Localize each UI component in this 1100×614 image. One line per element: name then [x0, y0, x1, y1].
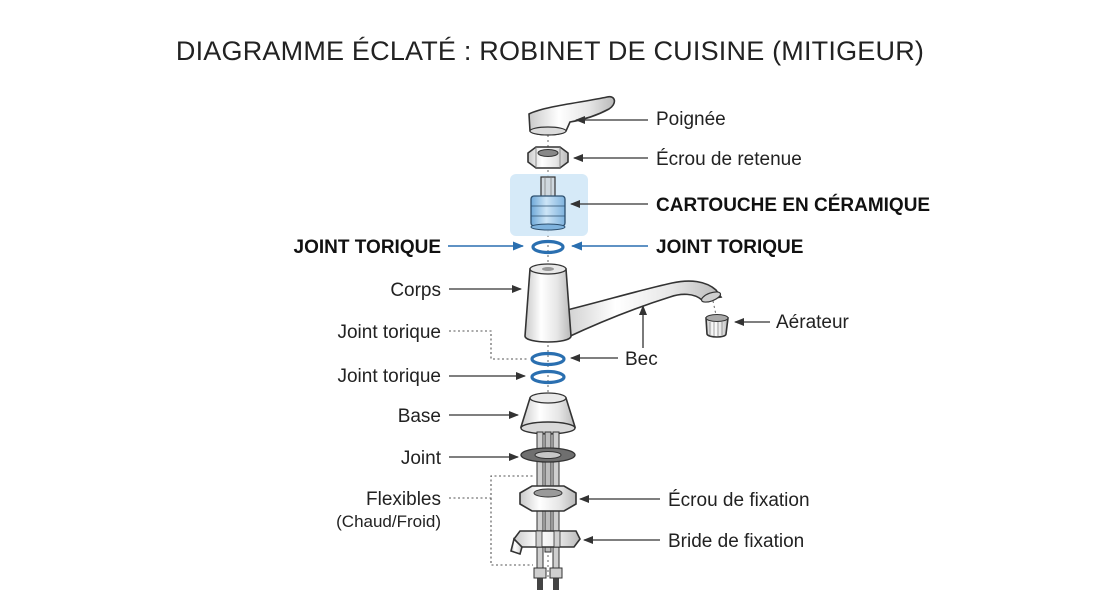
leader-hoses-bottom	[490, 498, 533, 566]
diagram-title: DIAGRAMME ÉCLATÉ : ROBINET DE CUISINE (M…	[175, 36, 925, 66]
label-oring-lower: Joint torique	[337, 366, 441, 387]
ceramic-cartridge-part	[510, 174, 588, 236]
label-mounting-nut: Écrou de fixation	[668, 490, 810, 511]
label-oring-upper: Joint torique	[337, 322, 441, 343]
o-ring-lower-part	[530, 369, 566, 385]
handle-part	[528, 95, 616, 136]
label-aerator: Aérateur	[776, 312, 850, 333]
retaining-nut-part	[527, 146, 569, 169]
body-spout-part	[524, 263, 723, 343]
label-mounting-bracket: Bride de fixation	[668, 531, 804, 552]
gasket-part	[520, 447, 576, 463]
label-gasket: Joint	[401, 448, 442, 469]
label-cartridge: CARTOUCHE EN CÉRAMIQUE	[656, 194, 930, 216]
base-part	[519, 392, 577, 435]
leader-oring-upper-left	[449, 330, 529, 360]
label-handle: Poignée	[656, 109, 726, 130]
label-oring-left: JOINT TORIQUE	[294, 237, 441, 258]
label-base: Base	[398, 406, 441, 427]
mounting-nut-part	[519, 485, 577, 512]
label-retaining-nut: Écrou de retenue	[656, 149, 802, 170]
label-hoses-sub: (Chaud/Froid)	[336, 512, 441, 531]
o-ring-upper-part	[530, 351, 566, 367]
label-spout: Bec	[625, 349, 658, 370]
aerator-axis	[712, 300, 717, 316]
label-oring-right: JOINT TORIQUE	[656, 237, 803, 258]
aerator-part	[705, 314, 729, 338]
mounting-bracket-part	[510, 530, 581, 556]
label-body: Corps	[390, 280, 441, 301]
label-hoses: Flexibles	[366, 489, 441, 510]
o-ring-top-part	[531, 239, 565, 255]
